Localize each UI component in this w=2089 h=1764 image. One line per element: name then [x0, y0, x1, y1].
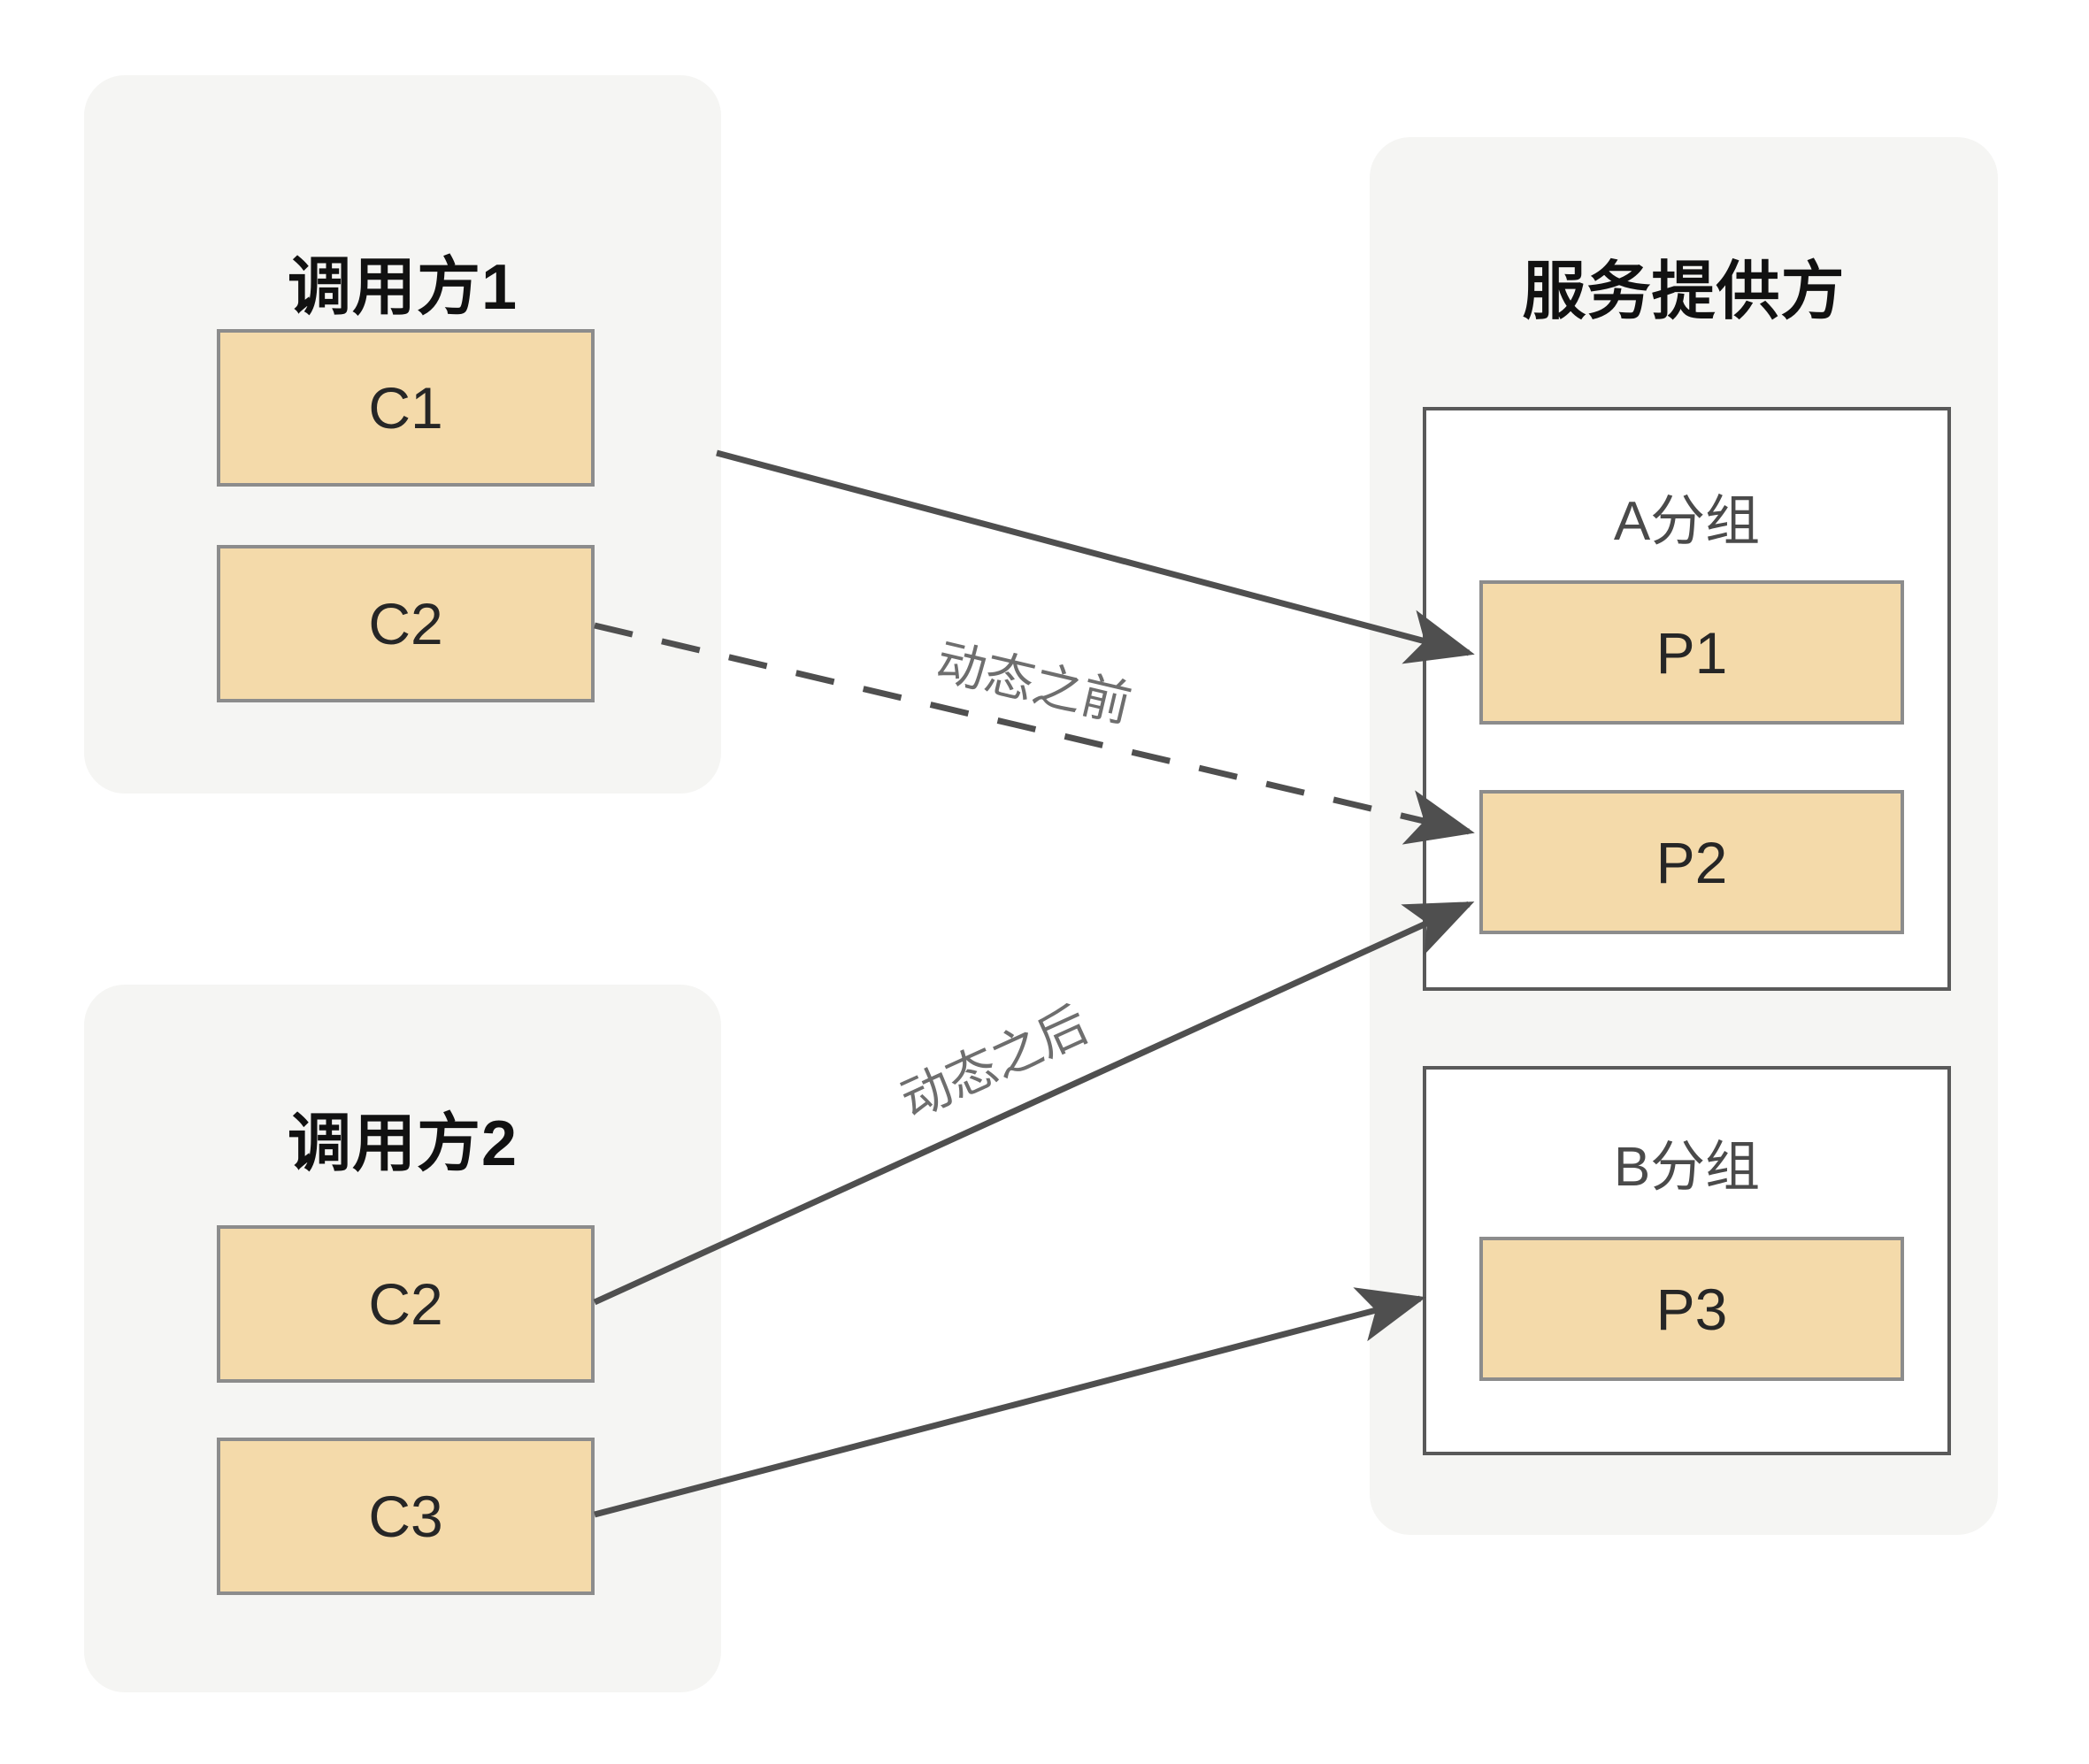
- edge-c2bottom-to-p2: [593, 901, 1475, 1306]
- node-p3-label: P3: [1655, 1276, 1728, 1342]
- node-c3[interactable]: C3: [217, 1438, 595, 1595]
- node-c2-bottom[interactable]: C2: [217, 1225, 595, 1383]
- node-c1-label: C1: [368, 375, 443, 441]
- node-p3[interactable]: P3: [1479, 1237, 1904, 1381]
- caller2-title-text: 调用方2: [287, 1108, 518, 1179]
- caller1-title: 调用方1: [287, 252, 518, 323]
- node-p2[interactable]: P2: [1479, 790, 1904, 934]
- node-c3-label: C3: [368, 1484, 443, 1549]
- group-b-label: B分组: [1613, 1137, 1761, 1198]
- node-c2-top-label: C2: [368, 591, 443, 656]
- node-p1[interactable]: P1: [1479, 580, 1904, 725]
- edge-label-after: 动态之后: [893, 996, 1096, 1129]
- node-c2-top[interactable]: C2: [217, 545, 595, 702]
- edge-c2top-to-p2-dashed: [594, 622, 1475, 845]
- edge-label-before: 动态之前: [931, 633, 1136, 732]
- node-c1[interactable]: C1: [217, 329, 595, 487]
- edge-c1-to-p1: [716, 449, 1475, 664]
- node-p1-label: P1: [1655, 619, 1728, 686]
- provider-title: 服务提供方: [1522, 257, 1846, 327]
- group-a-label: A分组: [1613, 491, 1761, 552]
- node-c2-bottom-label: C2: [368, 1271, 443, 1337]
- node-p2-label: P2: [1655, 829, 1728, 895]
